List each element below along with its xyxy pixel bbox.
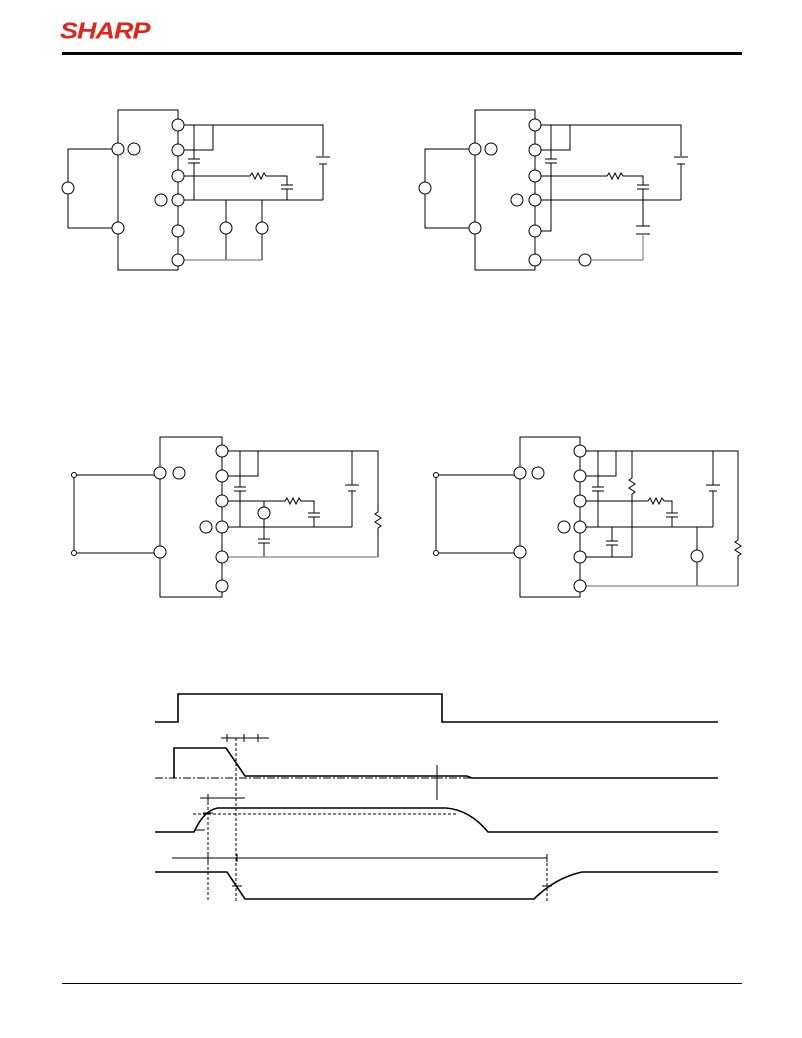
test-circuit-4 — [433, 436, 742, 598]
waveform-3 — [155, 807, 718, 833]
sharp-logo: SHARP — [60, 18, 151, 44]
test-circuit-2 — [418, 109, 688, 271]
current-source-icon — [61, 181, 75, 195]
test-circuit-3 — [71, 436, 382, 598]
header-rule — [62, 52, 742, 55]
test-circuit-1 — [61, 109, 330, 271]
waveform-2 — [173, 747, 718, 779]
waveform-4 — [155, 871, 718, 900]
current-source-icon — [418, 181, 432, 195]
timing-diagram — [155, 693, 718, 902]
input-waveform — [155, 693, 718, 723]
